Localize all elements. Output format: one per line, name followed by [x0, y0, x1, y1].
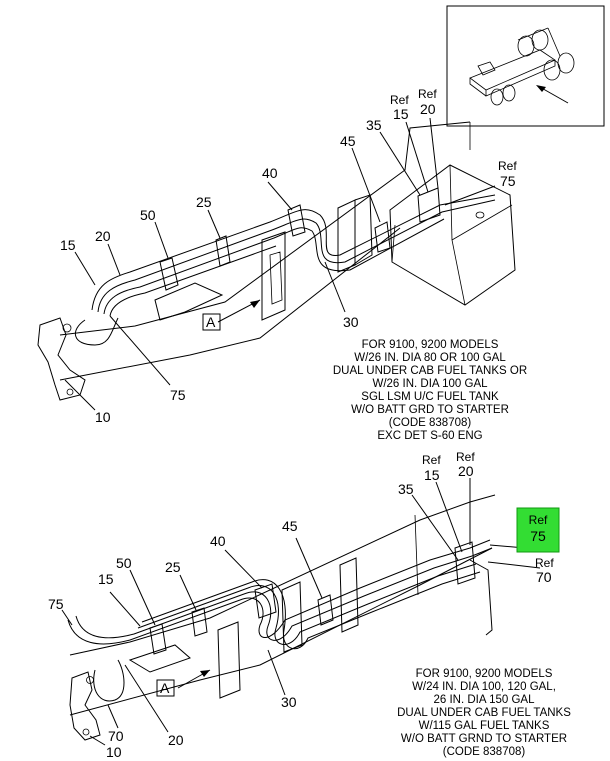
note-line: (CODE 838708): [443, 746, 526, 758]
ref-label: Ref: [418, 87, 437, 101]
callout-15: 15: [98, 571, 114, 587]
note-line: W/115 GAL FUEL TANKS: [419, 720, 550, 732]
note-line: W/O BATT GRND TO STARTER: [401, 733, 567, 745]
front-bracket: [37, 317, 86, 401]
callout-20: 20: [168, 732, 184, 748]
highlighted-ref-75: Ref 75: [516, 507, 560, 553]
callout-25: 25: [165, 559, 181, 575]
callout-35: 35: [366, 117, 382, 133]
callout-40: 40: [210, 533, 226, 549]
callout-50: 50: [116, 555, 132, 571]
callout-25: 25: [196, 194, 212, 210]
callout-75: 75: [170, 387, 186, 403]
note-line: 26 IN. DIA 150 GAL: [433, 694, 535, 706]
ref-label: Ref: [390, 93, 409, 107]
ref-label: Ref: [535, 556, 554, 570]
hose-clamps: [149, 541, 476, 655]
detail-a-box: [202, 313, 221, 331]
callout-ref-15: 15: [424, 467, 440, 483]
note-line: FOR 9100, 9200 MODELS: [416, 668, 553, 680]
view-2: 75 15 50 25 40 45 35 Ref 15 Ref 20 Ref 7…: [48, 450, 571, 760]
fuel-hoses: [75, 194, 496, 346]
callout-ref-70: 70: [536, 569, 552, 585]
frame-rail: [59, 121, 471, 381]
leader-lines: [64, 117, 496, 411]
fuel-tank: [389, 164, 516, 306]
note-line: W/26 IN. DIA 100 GAL: [372, 378, 488, 390]
highlight-box: [516, 507, 560, 553]
fuel-hoses: [67, 539, 493, 702]
ref-label: Ref: [529, 513, 548, 527]
front-bracket: [69, 671, 101, 741]
frame-brackets: [154, 194, 373, 321]
note-line: FOR 9100, 9200 MODELS: [362, 339, 499, 351]
callout-45: 45: [282, 518, 298, 534]
detail-a-label: A: [206, 314, 216, 330]
ref-label: Ref: [498, 159, 517, 173]
leader-lines: [61, 478, 541, 746]
note-line: DUAL UNDER CAB FUEL TANKS: [397, 707, 571, 719]
view-2-note: FOR 9100, 9200 MODELS W/24 IN. DIA 100, …: [397, 668, 571, 758]
callout-50: 50: [140, 207, 156, 223]
locator-arrow-icon: [536, 85, 569, 104]
callout-40: 40: [262, 165, 278, 181]
callout-ref-20: 20: [420, 101, 436, 117]
callout-20: 20: [95, 228, 111, 244]
callout-75: 75: [48, 596, 64, 612]
note-line: W/24 IN. DIA 100, 120 GAL,: [412, 681, 556, 693]
note-line: DUAL UNDER CAB FUEL TANKS OR: [333, 365, 527, 377]
ref-label: Ref: [422, 453, 441, 467]
callout-70: 70: [108, 728, 124, 744]
view-1: 15 20 50 25 40 45 35 Ref 15 Ref 20 Ref 7…: [37, 87, 527, 442]
callout-labels: 75 15 50 25 40 45 35 Ref 15 Ref 20 Ref 7…: [48, 450, 560, 760]
note-line: EXC DET S-60 ENG: [377, 430, 482, 442]
callout-30: 30: [343, 314, 359, 330]
truck-chassis-icon: [469, 27, 575, 106]
callout-10: 10: [95, 409, 111, 425]
callout-30: 30: [281, 694, 297, 710]
callout-45: 45: [340, 133, 356, 149]
view-1-note: FOR 9100, 9200 MODELS W/26 IN. DIA 80 OR…: [333, 339, 527, 442]
callout-35: 35: [398, 481, 414, 497]
ref-label: Ref: [456, 450, 475, 464]
note-line: (CODE 838708): [389, 417, 472, 429]
callout-labels: 15 20 50 25 40 45 35 Ref 15 Ref 20 Ref 7…: [60, 87, 517, 425]
hose-clamps: [159, 187, 441, 291]
detail-a-label: A: [160, 680, 170, 696]
callout-ref-75: 75: [530, 528, 546, 544]
callout-ref-20: 20: [458, 463, 474, 479]
note-line: SGL LSM U/C FUEL TANK: [361, 391, 499, 403]
note-line: W/26 IN. DIA 80 OR 100 GAL: [354, 352, 506, 364]
callout-10: 10: [106, 744, 122, 760]
callout-15: 15: [60, 237, 76, 253]
callout-ref-15: 15: [393, 106, 409, 122]
detail-a-box: [156, 679, 175, 697]
locator-inset: [446, 5, 605, 127]
note-line: W/O BATT GRD TO STARTER: [351, 404, 509, 416]
callout-ref-75: 75: [500, 173, 516, 189]
